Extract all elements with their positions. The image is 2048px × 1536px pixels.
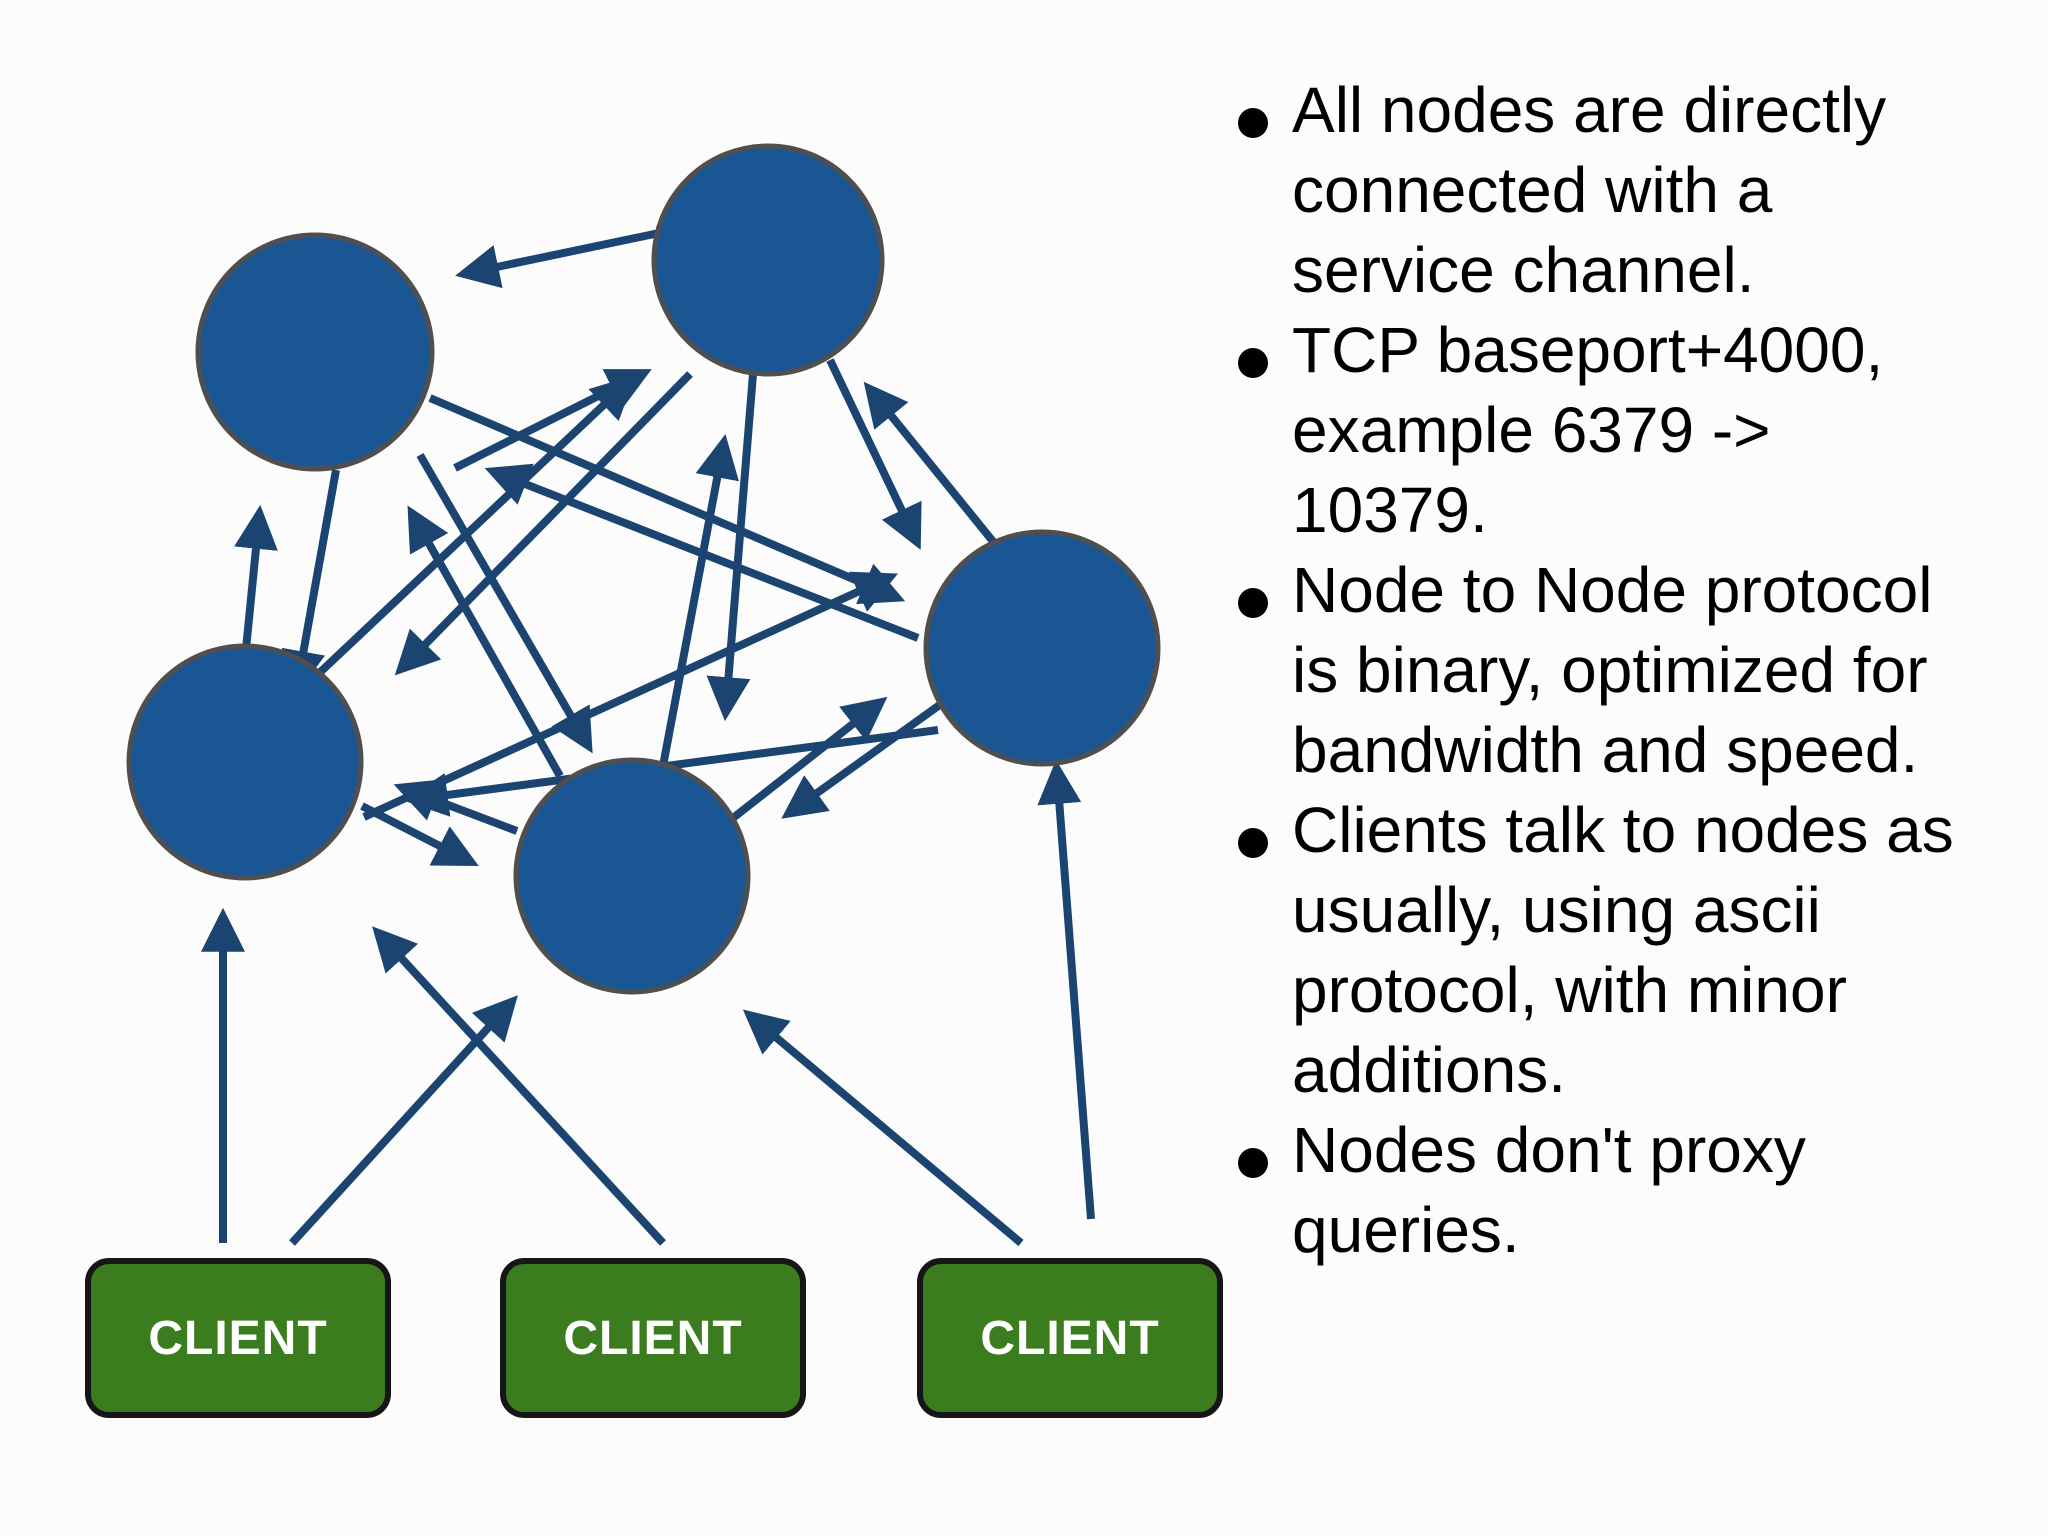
- client-box-c1: CLIENT: [85, 1258, 391, 1418]
- arrow-n2-to-n5: [706, 373, 757, 722]
- arrow-n4-to-n2: [311, 374, 636, 681]
- arrow-n1-to-n4: [281, 469, 340, 695]
- bullet-item-5: Nodes don't proxy queries.: [1236, 1110, 2036, 1270]
- client-label: CLIENT: [148, 1311, 328, 1365]
- arrow-layer: [201, 224, 1095, 1247]
- bullet-item-2: TCP baseport+4000, example 6379 -> 10379…: [1236, 310, 2036, 550]
- arrow-n3-to-n4: [403, 726, 939, 817]
- arrow-n4-to-n5: [360, 802, 479, 867]
- cluster-node-n2: [651, 143, 885, 377]
- arrow-n3-to-n1: [484, 463, 920, 642]
- node-layer: [126, 143, 1161, 995]
- arrow-n2-to-n4: [394, 371, 693, 676]
- bullet-item-4: Clients talk to nodes as usually, using …: [1236, 790, 2036, 1110]
- arrow-n5-to-n3: [730, 696, 888, 822]
- client-label: CLIENT: [980, 1311, 1160, 1365]
- cluster-node-n1: [195, 232, 435, 472]
- arrow-n5-to-n4: [393, 779, 519, 835]
- arrow-n1-to-n3: [428, 394, 906, 605]
- bullet-list: All nodes are directly connected with a …: [1236, 70, 2036, 1270]
- arrow-n2-to-n3: [826, 358, 922, 550]
- arrow-n3-to-n5: [781, 700, 944, 819]
- arrow-c3-to-n3: [1037, 759, 1095, 1220]
- bullet-item-3: Node to Node protocol is binary, optimiz…: [1236, 550, 2036, 790]
- arrow-c2-to-n4: [372, 926, 666, 1246]
- client-label: CLIENT: [563, 1311, 743, 1365]
- cluster-node-n5: [513, 757, 751, 995]
- arrow-n1-to-n5: [416, 452, 593, 754]
- cluster-node-n4: [126, 643, 364, 881]
- bullet-item-1: All nodes are directly connected with a …: [1236, 70, 2036, 310]
- arrow-n4-to-n3: [362, 571, 899, 821]
- cluster-node-n3: [923, 529, 1161, 767]
- arrow-n5-to-n2: [659, 434, 739, 767]
- client-box-c3: CLIENT: [917, 1258, 1223, 1418]
- arrow-n3-to-n2: [863, 381, 1012, 563]
- arrow-c3-to-n5: [742, 1009, 1024, 1247]
- client-box-c2: CLIENT: [500, 1258, 806, 1418]
- arrow-c1-to-n5: [289, 995, 518, 1246]
- arrow-n2-to-n1: [455, 224, 684, 289]
